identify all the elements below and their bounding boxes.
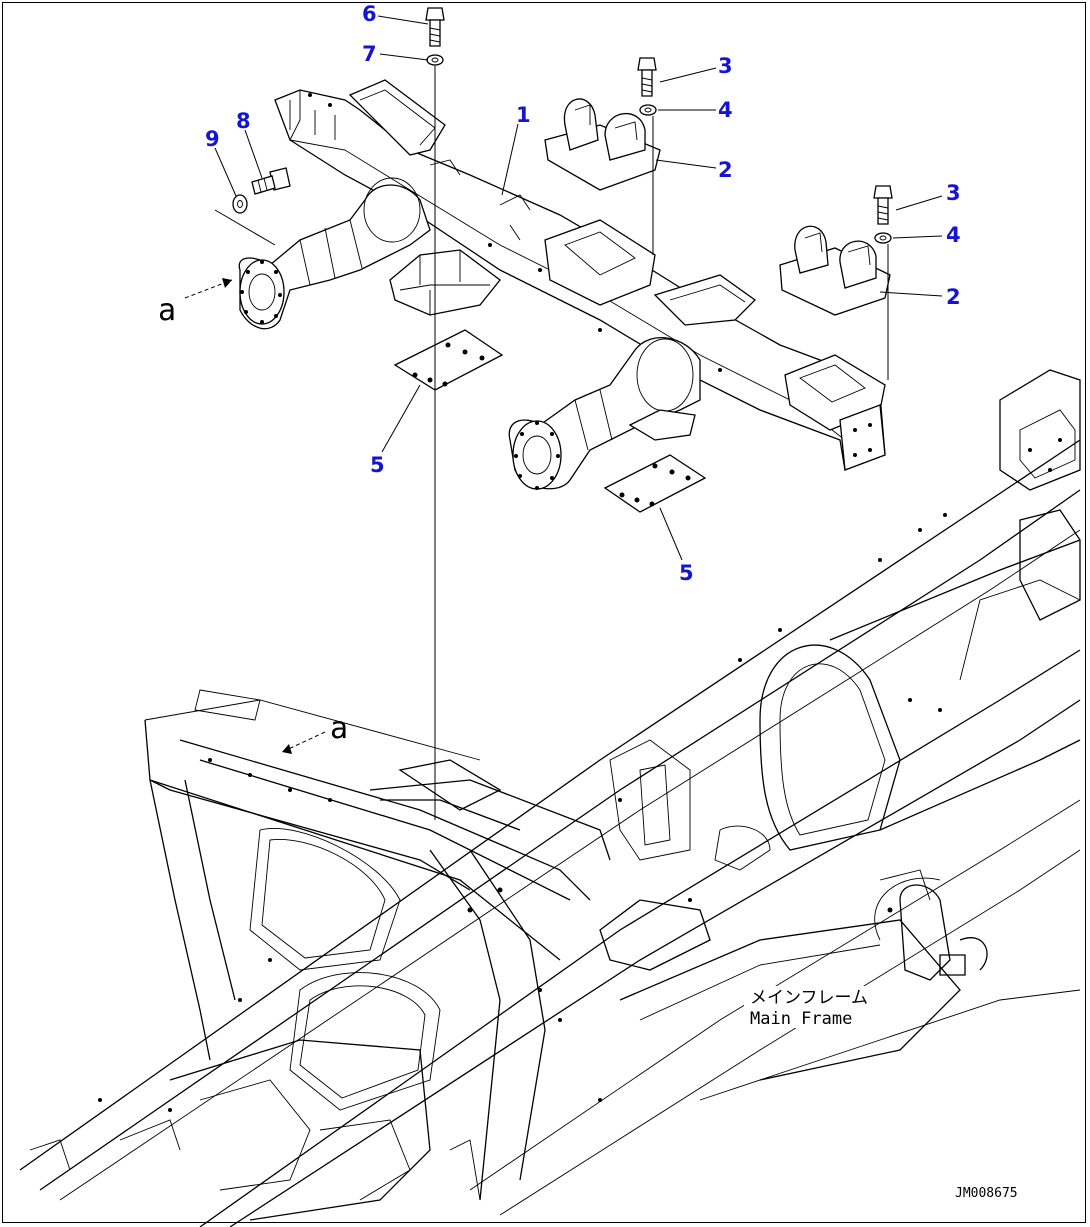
fasteners-drawing: [232, 7, 893, 244]
caption-japanese: メインフレーム: [750, 988, 868, 1008]
caption-english: Main Frame: [750, 1009, 852, 1029]
callout-7: 7: [362, 42, 377, 66]
axle-housing-drawing: [238, 79, 886, 490]
assembly-lines: [184, 15, 943, 820]
saddle-bracket-drawing: [544, 98, 891, 316]
callout-6: 6: [362, 2, 377, 26]
callout-5-left: 5: [370, 453, 385, 477]
callout-2-lower: 2: [946, 285, 961, 309]
document-id: JM008675: [955, 1186, 1018, 1201]
callout-5-right: 5: [679, 561, 694, 585]
callout-4-lower: 4: [946, 223, 961, 247]
callout-9: 9: [205, 127, 220, 151]
callout-2-upper: 2: [718, 158, 733, 182]
callout-8: 8: [236, 109, 251, 133]
shim-plates-drawing: [393, 329, 707, 513]
callout-3-lower: 3: [946, 181, 961, 205]
callout-1: 1: [516, 103, 531, 127]
callout-4-upper: 4: [718, 98, 733, 122]
caption-background: [744, 986, 872, 1028]
main-frame-drawing: [19, 369, 1081, 1227]
reference-mark-a-lower: a: [330, 711, 348, 746]
reference-mark-a-upper: a: [158, 293, 176, 328]
callout-3-upper: 3: [718, 54, 733, 78]
